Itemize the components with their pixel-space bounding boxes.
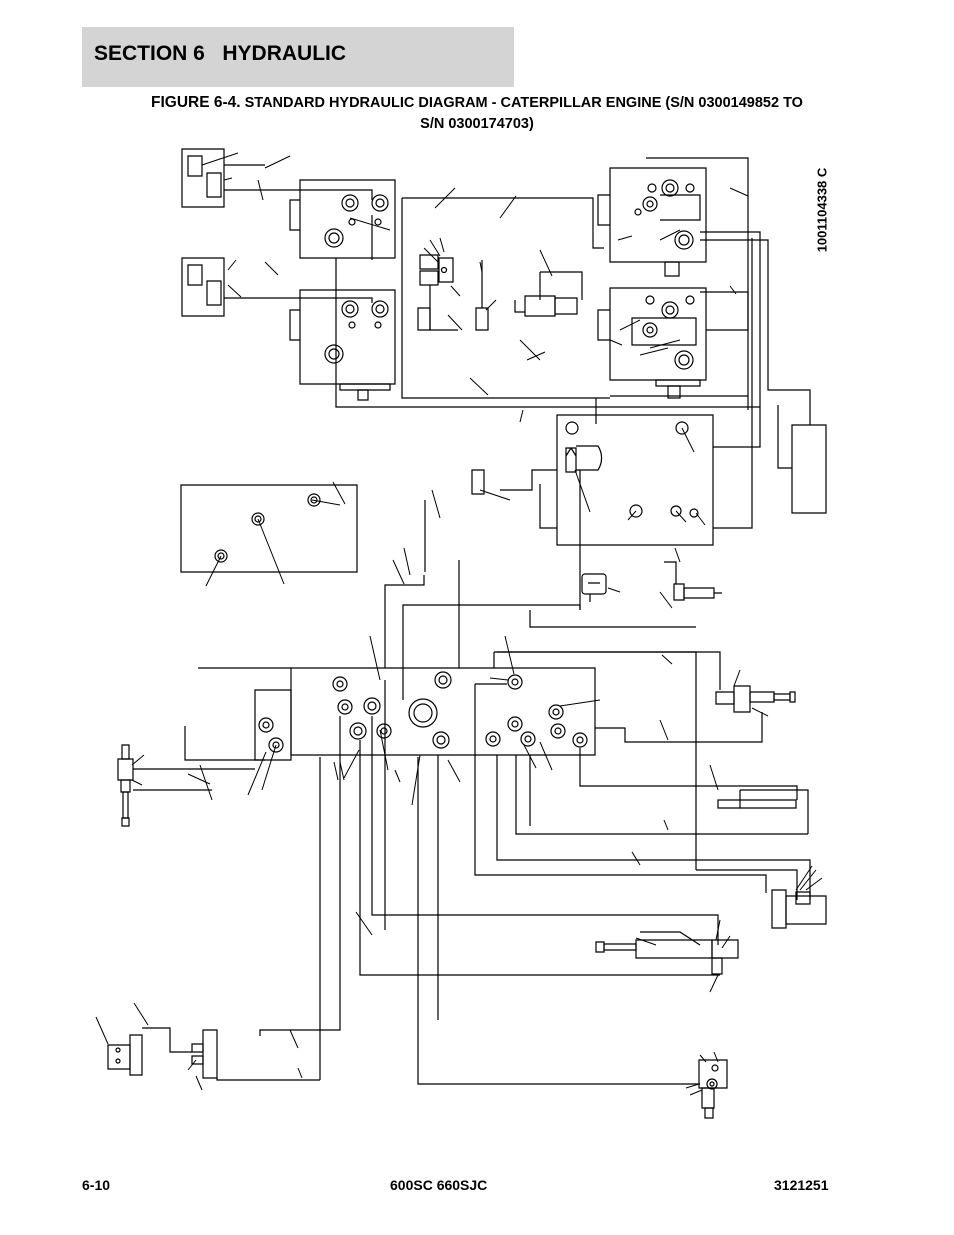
steer-cylinder (118, 745, 133, 826)
figure-title: FIGURE 6-4. STANDARD HYDRAULIC DIAGRAM -… (82, 92, 872, 135)
drive-motor-valve (142, 1028, 320, 1080)
lift-cylinder (596, 932, 738, 974)
pressure-transducer (664, 562, 722, 600)
rotary-valve (699, 1060, 727, 1118)
callout-leaders (96, 153, 822, 1095)
figure-title-line2: S/N 0300174703) (420, 116, 534, 132)
swing-motor (772, 890, 826, 928)
section-title: SECTION 6 HYDRAULIC (94, 42, 347, 65)
control-valve-bank (402, 198, 610, 398)
manual-number: 3121251 (774, 1177, 829, 1193)
hydraulic-tank (181, 485, 357, 572)
model-numbers: 600SC 660SJC (390, 1177, 488, 1193)
drawing-number: 1001104338 C (812, 163, 832, 257)
pump-assembly-lower (182, 258, 395, 400)
figure-title-line1: STANDARD HYDRAULIC DIAGRAM - CATERPILLAR… (240, 95, 803, 111)
page-number: 6-10 (82, 1177, 111, 1193)
pump-assembly-upper (182, 149, 395, 258)
drive-valve-lower (598, 240, 800, 398)
main-valve-block (255, 652, 595, 760)
drawing-number-text: 1001104338 C (814, 167, 830, 253)
pressure-switch (472, 470, 484, 494)
jib-cylinder (716, 686, 795, 712)
section-banner (82, 27, 514, 87)
platform-level-cylinder (718, 790, 808, 834)
steer-manifold (500, 238, 760, 610)
accumulator (582, 574, 606, 602)
brake-valve (108, 1035, 142, 1075)
drive-valve-upper (598, 158, 760, 410)
return-filter (778, 390, 826, 513)
figure-number: FIGURE 6-4. (151, 94, 241, 111)
